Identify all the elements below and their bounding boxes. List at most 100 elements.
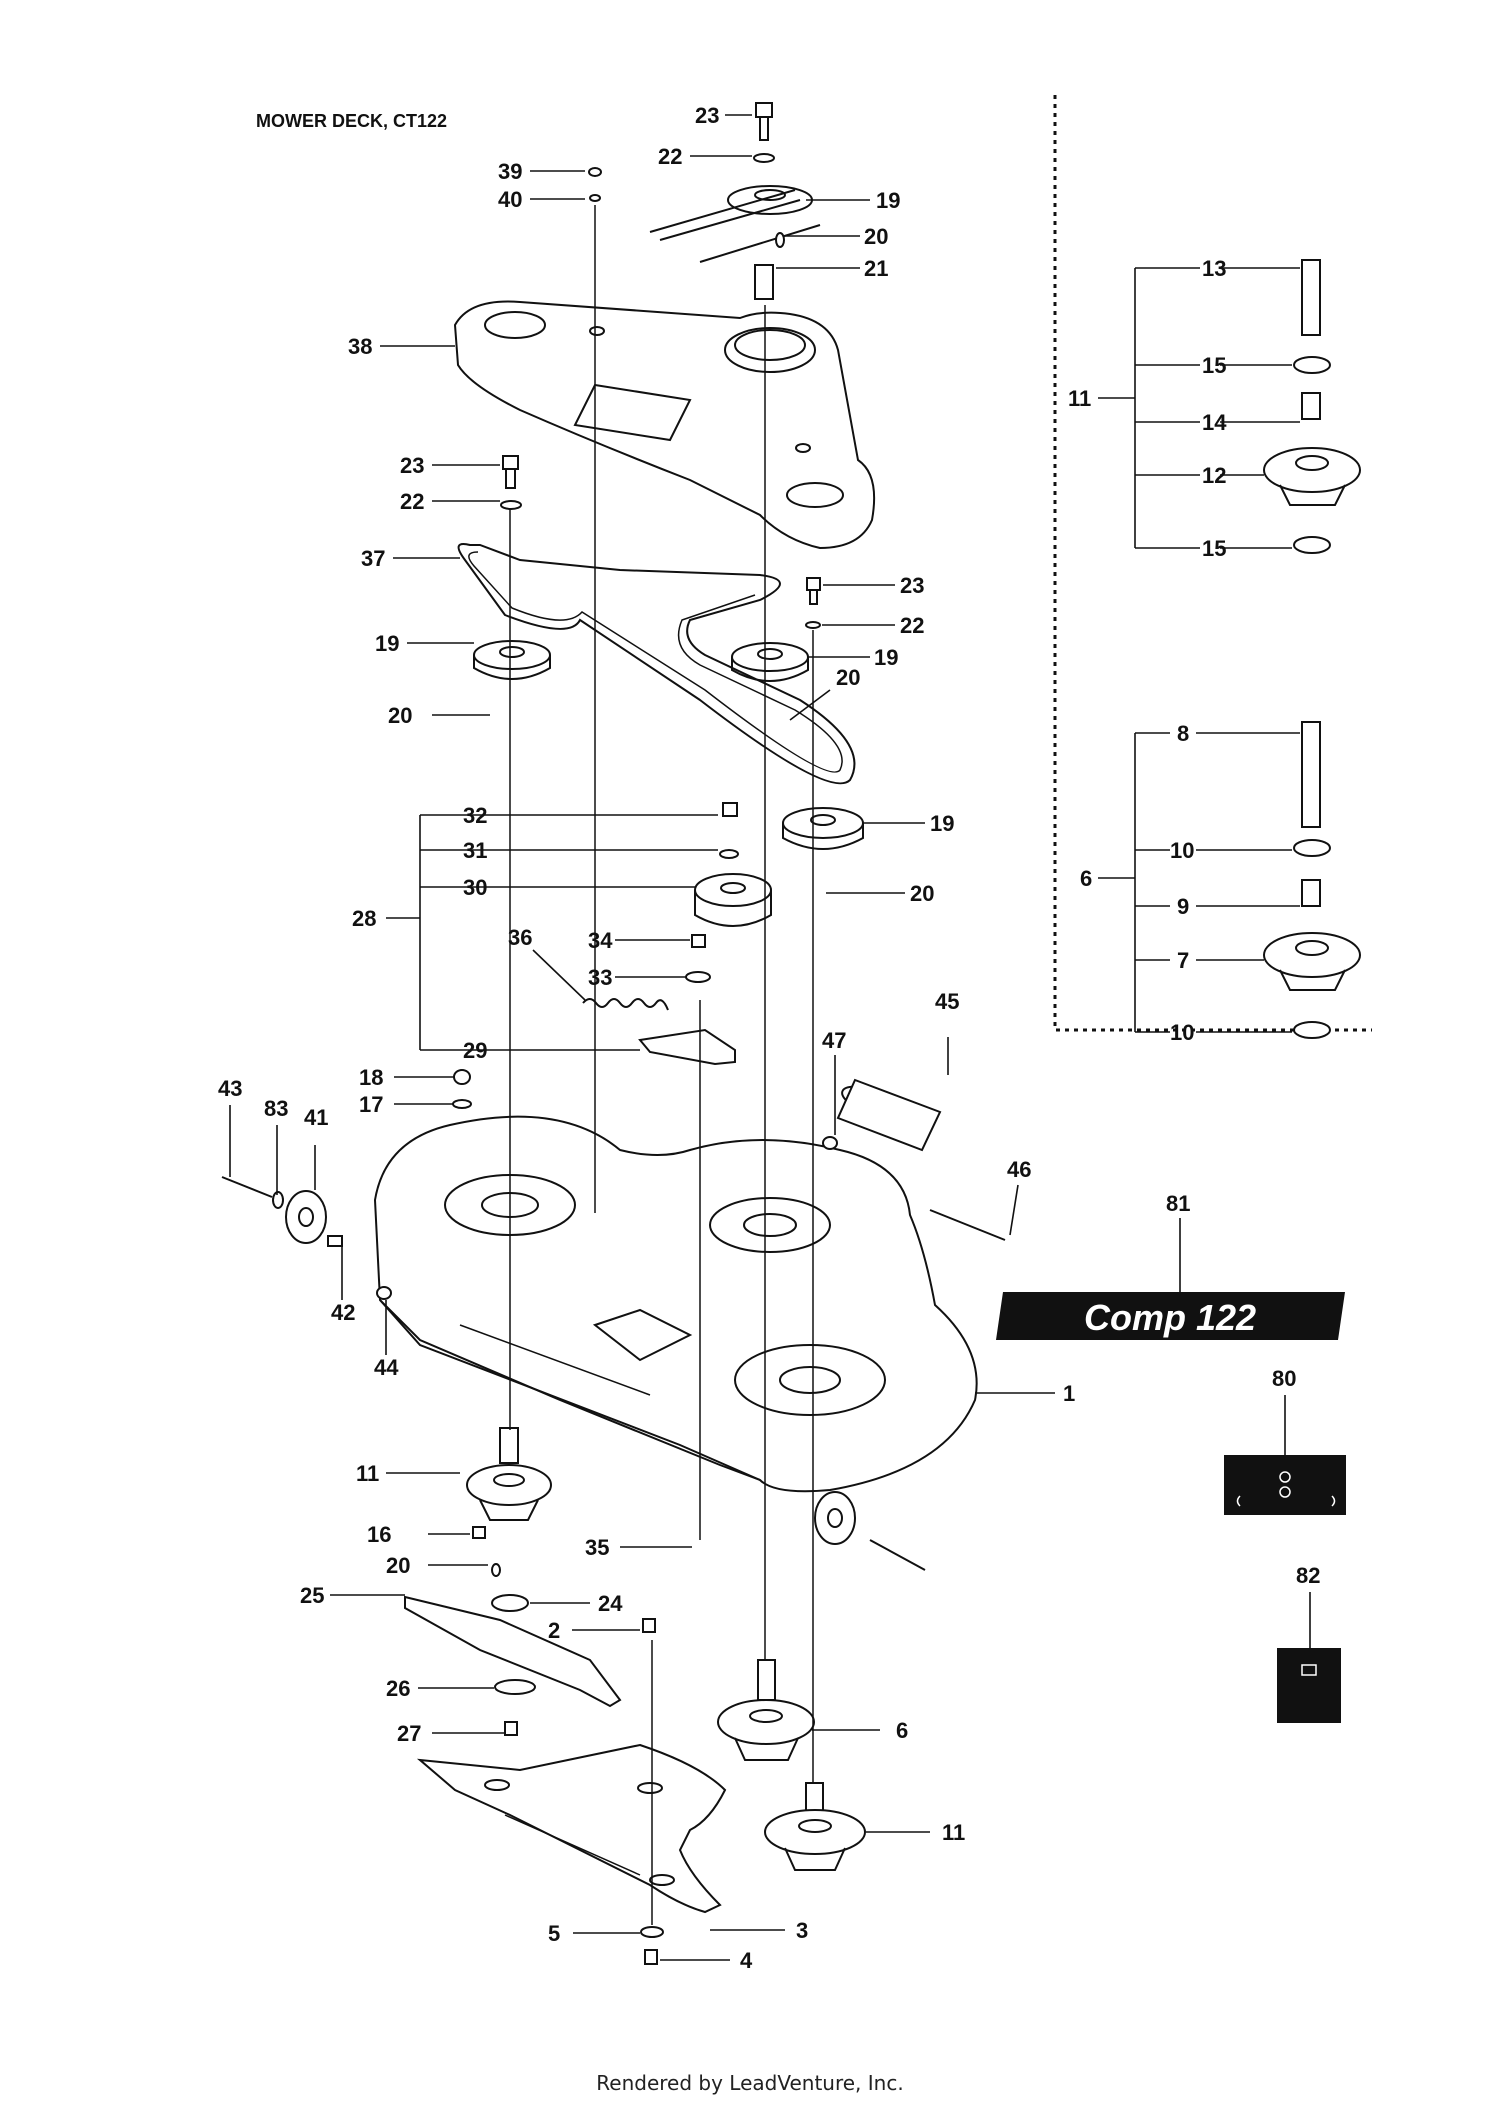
stud-2 — [642, 1618, 656, 1633]
bolt-23-top — [755, 102, 773, 141]
callout-15: 15 — [1202, 353, 1226, 378]
callout-44: 44 — [374, 1355, 399, 1380]
callout-3: 3 — [796, 1918, 808, 1943]
washer-83 — [272, 1191, 284, 1209]
callout-19: 19 — [874, 645, 898, 670]
bolt-16 — [472, 1526, 486, 1539]
bolt-23-left — [502, 455, 519, 470]
callout-9: 9 — [1177, 894, 1189, 919]
callout-1: 1 — [1063, 1381, 1075, 1406]
key-20-top — [775, 232, 785, 248]
callout-8: 8 — [1177, 721, 1189, 746]
callout-19: 19 — [876, 188, 900, 213]
callout-26: 26 — [386, 1676, 410, 1701]
bolt-23-right — [806, 577, 821, 591]
washer-22-top — [753, 153, 775, 163]
deflector-45 — [836, 1078, 942, 1152]
washer-22-right — [805, 621, 821, 629]
spring-36 — [582, 998, 669, 1011]
callout-20: 20 — [388, 703, 412, 728]
callout-14: 14 — [1202, 410, 1227, 435]
callout-11: 11 — [1068, 386, 1091, 411]
footer-credit: Rendered by LeadVenture, Inc. — [596, 2071, 903, 2095]
bearing-24 — [491, 1594, 529, 1612]
washer-33 — [685, 971, 711, 983]
blade-25 — [404, 1595, 622, 1708]
callout-20: 20 — [864, 224, 888, 249]
key-20-lower — [491, 1563, 501, 1577]
gauge-wheel-rear — [814, 1491, 926, 1571]
callout-5: 5 — [548, 1921, 560, 1946]
callout-10: 10 — [1170, 838, 1194, 863]
spacer-42 — [327, 1235, 343, 1247]
washer-31 — [719, 849, 739, 859]
callout-43: 43 — [218, 1076, 242, 1101]
gauge-wheel-41 — [285, 1190, 327, 1244]
callout-32: 32 — [463, 803, 487, 828]
callout-6: 6 — [896, 1718, 908, 1743]
nut-47 — [822, 1136, 838, 1150]
washer-40 — [589, 194, 601, 202]
callout-35: 35 — [585, 1535, 609, 1560]
callout-38: 38 — [348, 334, 372, 359]
callout-81: 81 — [1166, 1191, 1190, 1216]
bolt-4 — [644, 1949, 658, 1965]
callout-21: 21 — [864, 256, 888, 281]
callout-25: 25 — [300, 1583, 324, 1608]
washer-22-left — [500, 500, 522, 510]
callout-20: 20 — [386, 1553, 410, 1578]
callout-42: 42 — [331, 1300, 355, 1325]
washer-17 — [452, 1099, 472, 1109]
rod-46 — [929, 1209, 1006, 1241]
baffle-3 — [416, 1743, 727, 1914]
callout-22: 22 — [400, 489, 424, 514]
callout-18: 18 — [359, 1065, 383, 1090]
callout-11: 11 — [942, 1820, 965, 1845]
callout-41: 41 — [304, 1105, 328, 1130]
callout-24: 24 — [598, 1591, 623, 1616]
callout-23: 23 — [900, 573, 924, 598]
spindle-inset-border — [1053, 95, 1372, 1032]
callout-31: 31 — [463, 838, 487, 863]
callout-45: 45 — [935, 989, 959, 1014]
callout-46: 46 — [1007, 1157, 1031, 1182]
callout-20: 20 — [836, 665, 860, 690]
callout-23: 23 — [695, 103, 719, 128]
washer-5 — [640, 1926, 664, 1938]
inset-spindle-11 — [1263, 259, 1361, 554]
washer-26 — [494, 1679, 536, 1695]
decal-81-text: Comp 122 — [1084, 1297, 1256, 1338]
callout-labels: 23 22 19 20 21 39 40 38 23 22 37 19 20 2… — [218, 103, 1320, 1973]
callout-12: 12 — [1202, 463, 1226, 488]
decal-82 — [1277, 1648, 1341, 1723]
pulley-19-left — [473, 640, 551, 680]
pulley-19-top — [649, 185, 821, 263]
idler-arm-29 — [638, 1028, 736, 1066]
leader-lines — [229, 114, 1311, 1961]
callout-6: 6 — [1080, 866, 1092, 891]
callout-30: 30 — [463, 875, 487, 900]
callout-37: 37 — [361, 546, 385, 571]
callout-80: 80 — [1272, 1366, 1296, 1391]
callout-4: 4 — [740, 1948, 753, 1973]
belt-cover-38 — [453, 300, 876, 550]
spacer-21 — [754, 264, 774, 300]
idler-pulley-30 — [694, 873, 772, 927]
pulley-19-center — [731, 642, 809, 682]
callout-7: 7 — [1177, 948, 1189, 973]
callout-2: 2 — [548, 1618, 560, 1643]
callout-16: 16 — [367, 1522, 391, 1547]
mower-deck-1 — [373, 1115, 978, 1493]
callout-39: 39 — [498, 159, 522, 184]
nut-44 — [376, 1286, 392, 1300]
callout-83: 83 — [264, 1096, 288, 1121]
callout-13: 13 — [1202, 256, 1226, 281]
bolt-43 — [221, 1176, 273, 1198]
callout-27: 27 — [397, 1721, 421, 1746]
callout-17: 17 — [359, 1092, 383, 1117]
callout-20: 20 — [910, 881, 934, 906]
callout-28: 28 — [352, 906, 376, 931]
callout-22: 22 — [658, 144, 682, 169]
callout-19: 19 — [375, 631, 399, 656]
